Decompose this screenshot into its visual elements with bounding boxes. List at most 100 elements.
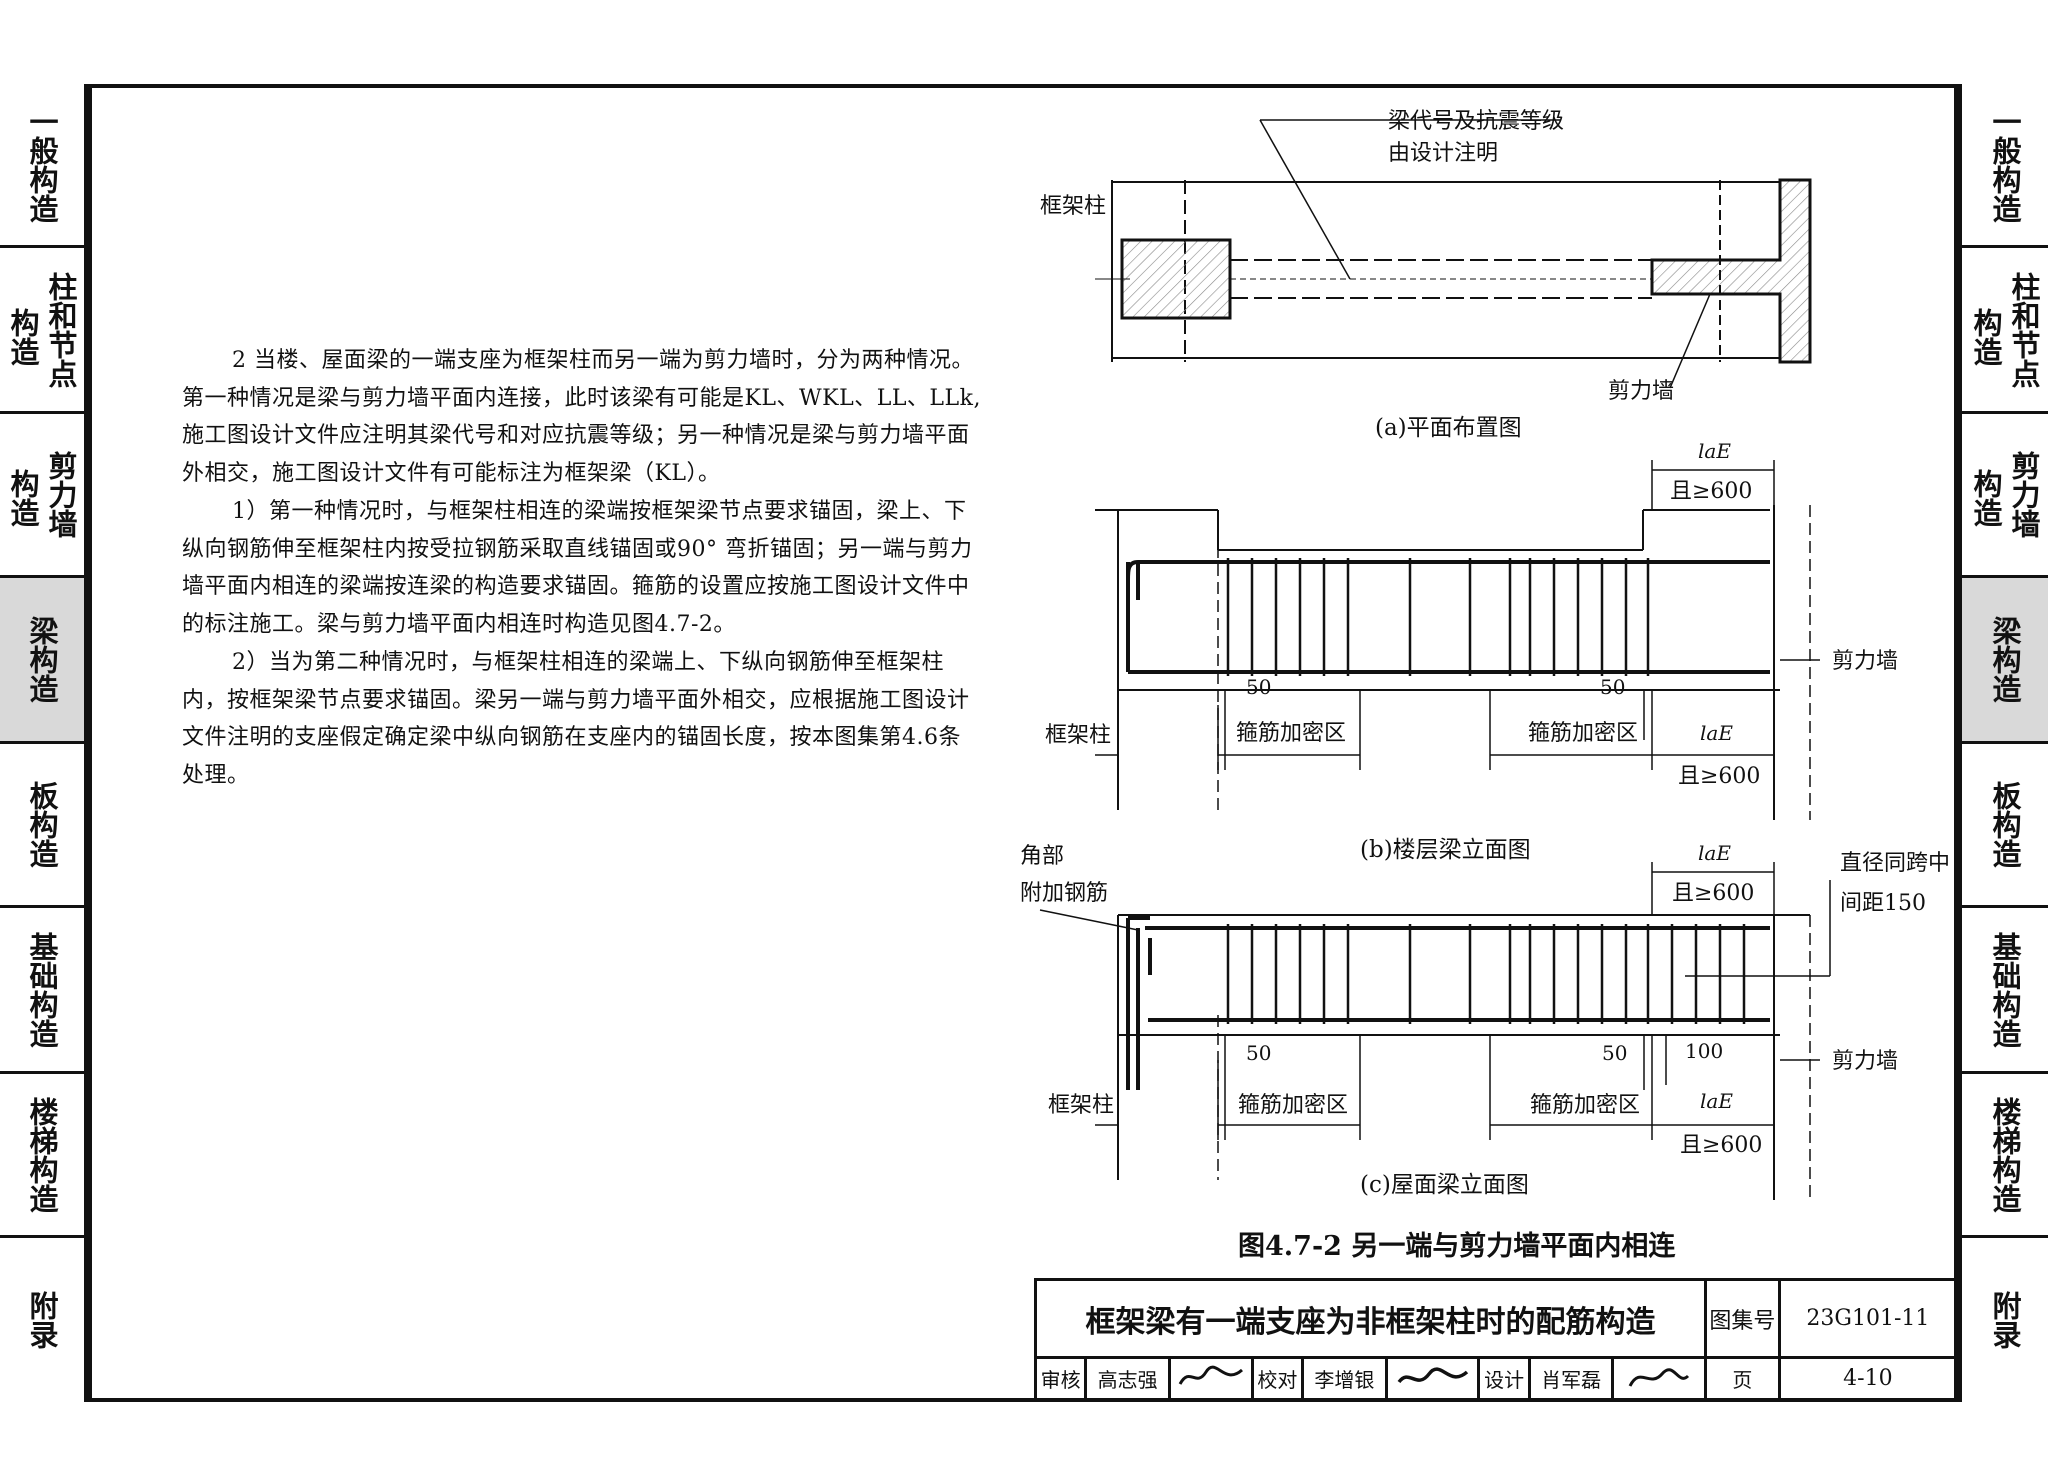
sidebar-item-label: 梁构造 bbox=[1988, 616, 2022, 703]
floor-zone-right: 箍筋加密区 bbox=[1528, 721, 1638, 746]
left-sidebar: 一般构造 柱和节点 构造 剪力墙 构造 梁构造 板构造 基础构造 楼梯构造 附录 bbox=[0, 84, 88, 1402]
roof-ge600-bottom: 且≥600 bbox=[1680, 1133, 1762, 1158]
floor-zone-left: 箍筋加密区 bbox=[1236, 721, 1346, 746]
roof-dimensions bbox=[1039, 862, 1831, 1140]
sidebar-item-column[interactable]: 柱和节点 构造 bbox=[1958, 248, 2048, 414]
sidebar-item-label: 构造 bbox=[6, 469, 40, 527]
floor-stirrups bbox=[1226, 558, 1650, 676]
roof-column-label: 框架柱 bbox=[1048, 1093, 1114, 1118]
roof-lae-bottom: laE bbox=[1700, 1089, 1733, 1113]
sidebar-item-shearwall[interactable]: 剪力墙 构造 bbox=[1958, 414, 2048, 578]
figure-title: 图4.7-2 另一端与剪力墙平面内相连 bbox=[1238, 1230, 1676, 1262]
roof-note-2: 间距150 bbox=[1840, 891, 1926, 916]
drawing-frame bbox=[88, 84, 1958, 1402]
right-sidebar: 一般构造 柱和节点 构造 剪力墙 构造 梁构造 板构造 基础构造 楼梯构造 附录 bbox=[1958, 84, 2048, 1402]
floor-lae-top: laE bbox=[1698, 439, 1731, 463]
check-signature bbox=[1384, 1356, 1481, 1401]
sidebar-item-label: 一般构造 bbox=[1988, 106, 2022, 223]
sidebar-item-label: 一般构造 bbox=[25, 106, 59, 223]
sidebar-item-label: 剪力墙 bbox=[44, 451, 78, 538]
floor-d50-right: 50 bbox=[1600, 675, 1625, 699]
plan-beam-label-1: 梁代号及抗震等级 bbox=[1388, 109, 1564, 134]
sidebar-item-label: 板构造 bbox=[25, 781, 59, 868]
sidebar-item-foundation[interactable]: 基础构造 bbox=[1958, 908, 2048, 1074]
paragraph-1: 2 当楼、屋面梁的一端支座为框架柱而另一端为剪力墙时，分为两种情况。第一种情况是… bbox=[182, 348, 981, 486]
page-number: 4-10 bbox=[1777, 1356, 1959, 1401]
check-label: 校对 bbox=[1250, 1356, 1305, 1401]
body-text: 2 当楼、屋面梁的一端支座为框架柱而另一端为剪力墙时，分为两种情况。第一种情况是… bbox=[182, 342, 982, 795]
sidebar-item-label: 板构造 bbox=[1988, 781, 2022, 868]
plan-shear-wall bbox=[1650, 178, 1812, 364]
detail-drawing: 框架柱 梁代号及抗震等级 由设计注明 剪力墙 (a)平面布置图 bbox=[1020, 109, 1950, 1262]
roof-lae-top: laE bbox=[1698, 841, 1731, 865]
roof-elevation bbox=[1117, 914, 1830, 1200]
sidebar-item-label: 基础构造 bbox=[25, 931, 59, 1048]
plan-caption: (a)平面布置图 bbox=[1375, 415, 1522, 441]
sidebar-item-beam[interactable]: 梁构造 bbox=[1958, 578, 2048, 744]
review-name: 高志强 bbox=[1084, 1356, 1171, 1401]
roof-d50-left: 50 bbox=[1246, 1041, 1271, 1065]
floor-caption: (b)楼层梁立面图 bbox=[1360, 837, 1531, 863]
drawing-title: 框架梁有一端支座为非框架柱时的配筋构造 bbox=[1034, 1278, 1707, 1359]
check-name: 李增银 bbox=[1301, 1356, 1388, 1401]
sidebar-item-label: 附录 bbox=[1988, 1291, 2022, 1349]
sidebar-item-appendix[interactable]: 附录 bbox=[0, 1238, 88, 1402]
roof-caption: (c)屋面梁立面图 bbox=[1360, 1172, 1529, 1198]
page-label: 页 bbox=[1703, 1356, 1781, 1401]
sidebar-item-column[interactable]: 柱和节点 构造 bbox=[0, 248, 88, 414]
floor-column-label: 框架柱 bbox=[1045, 723, 1111, 748]
roof-corner-label-1: 角部 bbox=[1020, 844, 1064, 869]
sidebar-item-slab[interactable]: 板构造 bbox=[1958, 744, 2048, 908]
roof-wall-label: 剪力墙 bbox=[1832, 1049, 1898, 1074]
title-block: 框架梁有一端支座为非框架柱时的配筋构造 图集号 23G101-11 审核 高志强… bbox=[1033, 1278, 1959, 1401]
roof-d100: 100 bbox=[1685, 1039, 1723, 1063]
floor-lae-bottom: laE bbox=[1700, 721, 1733, 745]
sidebar-item-label: 柱和节点 bbox=[2007, 271, 2041, 388]
sidebar-item-slab[interactable]: 板构造 bbox=[0, 744, 88, 908]
floor-elevation bbox=[1095, 505, 1811, 820]
plan-beam-label-2: 由设计注明 bbox=[1388, 141, 1498, 166]
design-signature bbox=[1611, 1356, 1707, 1401]
sidebar-item-label: 楼梯构造 bbox=[1988, 1096, 2022, 1213]
atlas-label: 图集号 bbox=[1703, 1278, 1781, 1359]
roof-zone-left: 箍筋加密区 bbox=[1238, 1093, 1348, 1118]
sidebar-item-shearwall[interactable]: 剪力墙 构造 bbox=[0, 414, 88, 578]
sidebar-item-label: 剪力墙 bbox=[2007, 451, 2041, 538]
floor-ge600-bottom: 且≥600 bbox=[1678, 764, 1760, 789]
floor-wall-label: 剪力墙 bbox=[1832, 649, 1898, 674]
roof-zone-right: 箍筋加密区 bbox=[1530, 1093, 1640, 1118]
sidebar-item-label: 楼梯构造 bbox=[25, 1096, 59, 1213]
roof-corner-label-2: 附加钢筋 bbox=[1020, 881, 1108, 906]
sidebar-item-general[interactable]: 一般构造 bbox=[1958, 84, 2048, 248]
floor-ge600-top: 且≥600 bbox=[1670, 479, 1752, 504]
roof-note-1: 直径同跨中 bbox=[1840, 851, 1950, 876]
atlas-number: 23G101-11 bbox=[1777, 1278, 1959, 1359]
paragraph-2: 1）第一种情况时，与框架柱相连的梁端按框架梁节点要求锚固，梁上、下纵向钢筋伸至框… bbox=[182, 499, 973, 637]
roof-ge600-top: 且≥600 bbox=[1672, 881, 1754, 906]
sidebar-item-stair[interactable]: 楼梯构造 bbox=[0, 1074, 88, 1238]
sidebar-item-label: 梁构造 bbox=[25, 616, 59, 703]
sidebar-item-label: 柱和节点 bbox=[44, 271, 78, 388]
sidebar-item-general[interactable]: 一般构造 bbox=[0, 84, 88, 248]
sidebar-item-label: 构造 bbox=[1969, 469, 2003, 527]
floor-dimensions bbox=[1095, 460, 1820, 770]
sidebar-item-label: 构造 bbox=[1969, 307, 2003, 366]
sidebar-item-beam[interactable]: 梁构造 bbox=[0, 578, 88, 744]
paragraph-3: 2）当为第二种情况时，与框架柱相连的梁端上、下纵向钢筋伸至框架柱内，按框架梁节点… bbox=[182, 650, 970, 788]
roof-stirrups bbox=[1226, 924, 1746, 1024]
plan-wall-label: 剪力墙 bbox=[1608, 379, 1674, 404]
design-label: 设计 bbox=[1477, 1356, 1531, 1401]
sidebar-item-label: 附录 bbox=[25, 1291, 59, 1349]
review-signature bbox=[1167, 1356, 1254, 1401]
design-name: 肖军磊 bbox=[1527, 1356, 1615, 1401]
plan-column bbox=[1120, 238, 1232, 320]
sidebar-item-stair[interactable]: 楼梯构造 bbox=[1958, 1074, 2048, 1238]
sidebar-item-appendix[interactable]: 附录 bbox=[1958, 1238, 2048, 1402]
roof-d50-right: 50 bbox=[1602, 1041, 1627, 1065]
sidebar-item-label: 基础构造 bbox=[1988, 931, 2022, 1048]
sidebar-item-foundation[interactable]: 基础构造 bbox=[0, 908, 88, 1074]
plan-column-label: 框架柱 bbox=[1040, 194, 1106, 219]
review-label: 审核 bbox=[1033, 1356, 1088, 1401]
plan-view bbox=[1095, 119, 1812, 389]
floor-d50-left: 50 bbox=[1246, 675, 1271, 699]
